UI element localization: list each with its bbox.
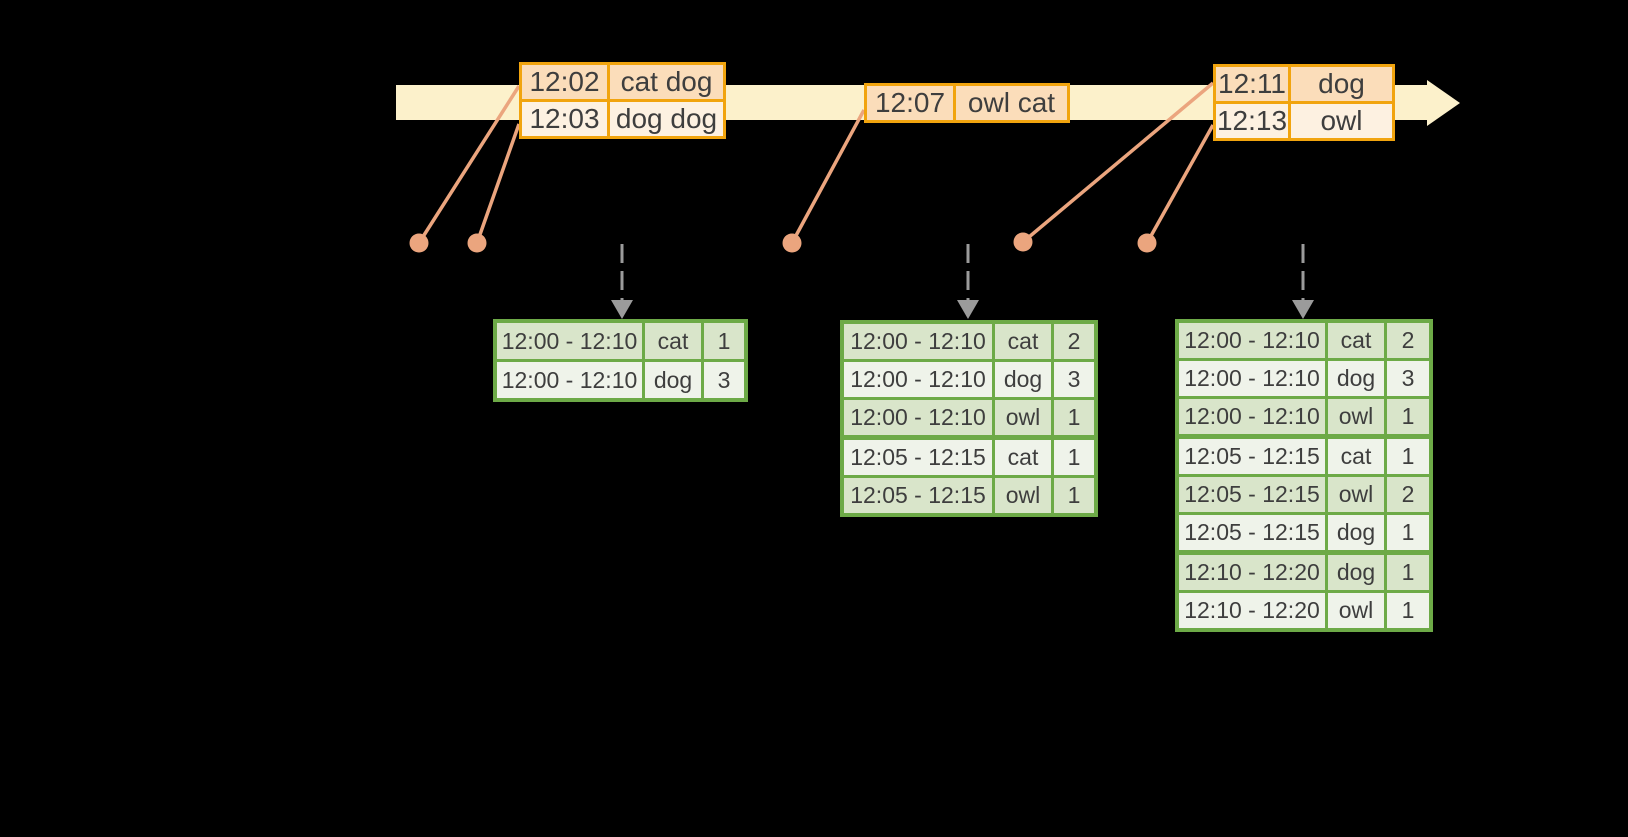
window-cell: 12:05 - 12:15: [1179, 515, 1325, 550]
window-cell: 12:00 - 12:10: [844, 324, 992, 359]
word-cell: dog: [995, 362, 1051, 397]
event-words-cell: dog: [1291, 67, 1392, 101]
window-cell: 12:00 - 12:10: [844, 362, 992, 397]
word-cell: cat: [995, 324, 1051, 359]
word-cell: owl: [995, 478, 1051, 513]
word-cell: owl: [995, 400, 1051, 435]
arrow-down-icon: [957, 300, 979, 319]
word-cell: cat: [1328, 439, 1384, 474]
word-cell: dog: [645, 362, 701, 398]
count-cell: 1: [1387, 439, 1429, 474]
event-connector-line: [790, 109, 866, 244]
trigger-arrowheads: [611, 300, 1314, 319]
window-cell: 12:00 - 12:10: [1179, 323, 1325, 358]
count-cell: 1: [1387, 555, 1429, 590]
event-time-cell: 12:02: [522, 65, 607, 99]
count-cell: 2: [1387, 477, 1429, 512]
word-cell: cat: [995, 440, 1051, 475]
word-cell: dog: [1328, 361, 1384, 396]
window-cell: 12:05 - 12:15: [844, 440, 992, 475]
window-cell: 12:00 - 12:10: [497, 362, 642, 398]
count-cell: 1: [1054, 478, 1094, 513]
event-connector-line: [1145, 124, 1215, 244]
window-cell: 12:05 - 12:15: [1179, 477, 1325, 512]
word-cell: owl: [1328, 477, 1384, 512]
event-time-cell: 12:11: [1216, 67, 1288, 101]
window-cell: 12:00 - 12:10: [844, 400, 992, 435]
word-cell: cat: [645, 323, 701, 359]
timeline-arrowhead-icon: [1427, 80, 1460, 126]
count-cell: 3: [704, 362, 744, 398]
window-cell: 12:05 - 12:15: [844, 478, 992, 513]
event-words-cell: owl: [1291, 104, 1392, 138]
window-cell: 12:05 - 12:15: [1179, 439, 1325, 474]
count-cell: 1: [704, 323, 744, 359]
word-cell: owl: [1328, 593, 1384, 628]
window-cell: 12:00 - 12:10: [1179, 399, 1325, 434]
event-words-cell: cat dog: [610, 65, 723, 99]
event-words-cell: owl cat: [956, 86, 1067, 120]
count-cell: 2: [1387, 323, 1429, 358]
event-words-cell: dog dog: [610, 102, 723, 136]
count-cell: 1: [1054, 440, 1094, 475]
event-connectors: [417, 81, 1215, 244]
event-time-cell: 12:03: [522, 102, 607, 136]
event-dot: [409, 233, 429, 253]
word-cell: owl: [1328, 399, 1384, 434]
window-cell: 12:10 - 12:20: [1179, 593, 1325, 628]
event-connector-line: [1021, 81, 1215, 244]
word-cell: dog: [1328, 555, 1384, 590]
arrow-down-icon: [1292, 300, 1314, 319]
count-cell: 1: [1387, 593, 1429, 628]
count-cell: 1: [1054, 400, 1094, 435]
trigger-arrows: [620, 244, 1305, 302]
word-cell: dog: [1328, 515, 1384, 550]
event-time-cell: 12:07: [867, 86, 953, 120]
count-cell: 2: [1054, 324, 1094, 359]
arrow-down-icon: [611, 300, 633, 319]
event-dots: [409, 232, 1157, 253]
event-connector-line: [475, 123, 521, 244]
count-cell: 1: [1387, 515, 1429, 550]
event-dot: [1137, 233, 1157, 253]
window-cell: 12:00 - 12:10: [497, 323, 642, 359]
count-cell: 1: [1387, 399, 1429, 434]
window-cell: 12:00 - 12:10: [1179, 361, 1325, 396]
count-cell: 3: [1054, 362, 1094, 397]
event-dot: [1013, 232, 1033, 252]
event-connector-line: [417, 85, 521, 244]
window-cell: 12:10 - 12:20: [1179, 555, 1325, 590]
word-cell: cat: [1328, 323, 1384, 358]
count-cell: 3: [1387, 361, 1429, 396]
event-dot: [467, 233, 487, 253]
event-dot: [782, 233, 802, 253]
event-time-cell: 12:13: [1216, 104, 1288, 138]
